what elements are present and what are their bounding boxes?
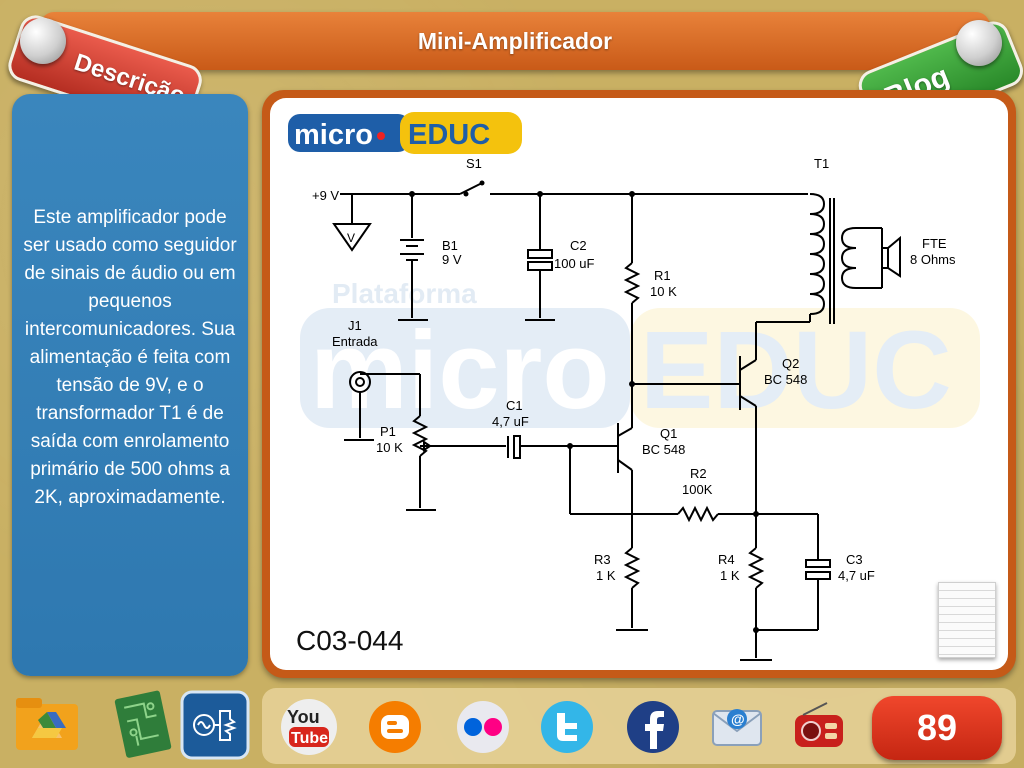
- twitter-icon[interactable]: [532, 694, 602, 760]
- circuit-code: C03-044: [296, 625, 403, 656]
- label-b1-value: 9 V: [442, 252, 462, 267]
- facebook-icon[interactable]: [618, 694, 688, 760]
- description-text: Este amplificador pode ser usado como se…: [23, 207, 237, 508]
- label-s1: S1: [466, 156, 482, 171]
- label-p1: P1: [380, 424, 396, 439]
- label-c2: C2: [570, 238, 587, 253]
- label-r3: R3: [594, 552, 611, 567]
- youtube-text-you: You: [287, 707, 320, 727]
- label-c3: C3: [846, 552, 863, 567]
- label-r4: R4: [718, 552, 735, 567]
- header-bar: Mini-Amplificador: [40, 12, 990, 70]
- label-c1-value: 4,7 uF: [492, 414, 529, 429]
- label-r1: R1: [654, 268, 671, 283]
- label-r2: R2: [690, 466, 707, 481]
- circuit-diagram[interactable]: Plataforma micro EDUC micro EDUC: [270, 98, 1008, 670]
- pin-icon: [20, 18, 66, 64]
- drive-icon[interactable]: [12, 690, 82, 760]
- microeduc-logo: micro EDUC: [288, 112, 522, 154]
- label-r3-value: 1 K: [596, 568, 616, 583]
- youtube-icon[interactable]: You Tube: [274, 694, 344, 760]
- label-c3-value: 4,7 uF: [838, 568, 875, 583]
- radio-icon[interactable]: [784, 694, 854, 760]
- pcb-icon[interactable]: [114, 690, 184, 760]
- component-labels: +9 V V S1 T1 B1 9 V C2 100 uF R1 10 K FT…: [312, 156, 956, 583]
- pin-icon: [956, 20, 1002, 66]
- svg-text:@: @: [731, 711, 745, 727]
- label-p1-value: 10 K: [376, 440, 403, 455]
- label-c1: C1: [506, 398, 523, 413]
- label-j1-value: Entrada: [332, 334, 378, 349]
- email-icon[interactable]: @: [702, 694, 772, 760]
- page-number-badge[interactable]: 89: [872, 696, 1002, 760]
- label-r4-value: 1 K: [720, 568, 740, 583]
- diagram-frame: Plataforma micro EDUC micro EDUC: [262, 90, 1016, 678]
- label-q1-value: BC 548: [642, 442, 685, 457]
- watermark-line1: Plataforma: [332, 278, 477, 309]
- notepad-icon[interactable]: [938, 582, 996, 658]
- label-q2-value: BC 548: [764, 372, 807, 387]
- blogger-icon[interactable]: [360, 694, 430, 760]
- youtube-text-tube: Tube: [291, 730, 328, 747]
- watermark-part2: EDUC: [640, 309, 952, 432]
- page-title: Mini-Amplificador: [417, 27, 613, 54]
- label-q1: Q1: [660, 426, 677, 441]
- label-fte: FTE: [922, 236, 947, 251]
- page-number: 89: [916, 707, 958, 748]
- label-supply: +9 V: [312, 188, 339, 203]
- watermark: Plataforma micro EDUC: [300, 278, 980, 432]
- circuit-icon[interactable]: [180, 690, 250, 760]
- label-c2-value: 100 uF: [554, 256, 595, 271]
- logo-part1: micro: [294, 119, 373, 151]
- label-b1: B1: [442, 238, 458, 253]
- label-r2-value: 100K: [682, 482, 713, 497]
- label-t1: T1: [814, 156, 829, 171]
- junction-dots: [409, 180, 759, 633]
- label-fte-value: 8 Ohms: [910, 252, 956, 267]
- logo-part2: EDUC: [408, 119, 490, 151]
- label-r1-value: 10 K: [650, 284, 677, 299]
- label-meter: V: [347, 231, 355, 245]
- description-panel: Este amplificador pode ser usado como se…: [12, 94, 248, 676]
- flickr-icon[interactable]: [448, 694, 518, 760]
- label-q2: Q2: [782, 356, 799, 371]
- label-j1: J1: [348, 318, 362, 333]
